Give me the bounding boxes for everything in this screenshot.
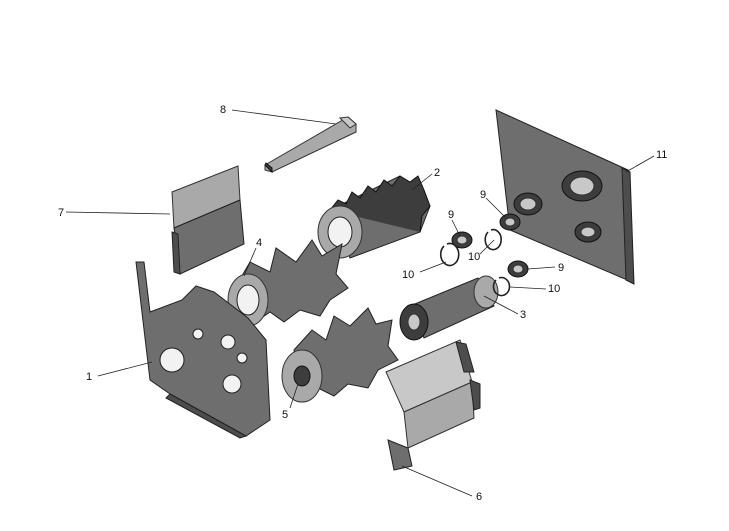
part-11-side-plate [495, 109, 635, 285]
part-9-bearings [451, 213, 529, 278]
part-1-side-plate [135, 261, 271, 439]
callout-9a: 9 [448, 209, 454, 221]
leader-9c [527, 266, 556, 270]
callout-7: 7 [58, 207, 64, 219]
part-5-star-roller [281, 307, 399, 403]
leader-1 [97, 361, 153, 377]
leader-11 [625, 155, 655, 173]
leader-6 [401, 465, 473, 497]
leader-9b [485, 197, 507, 219]
callout-11: 11 [656, 149, 667, 161]
leader-8 [231, 109, 337, 125]
callout-3: 3 [520, 309, 526, 321]
part-4-star-roller [227, 239, 349, 327]
part-10-circlips [439, 228, 511, 297]
callout-9b: 9 [480, 189, 486, 201]
part-7-bracket [171, 165, 245, 275]
callout-5: 5 [282, 409, 288, 421]
leader-5 [289, 383, 299, 409]
callout-9c: 9 [558, 262, 564, 274]
part-2-toothed-roller [317, 175, 431, 259]
callout-10c: 10 [548, 283, 560, 295]
leader-lines [65, 109, 655, 497]
leader-10a [419, 261, 447, 273]
part-3-shaft [399, 275, 499, 341]
callout-1: 1 [86, 371, 92, 383]
callout-10b: 10 [468, 251, 480, 263]
callout-6: 6 [476, 491, 482, 503]
leader-10b [479, 239, 495, 255]
callout-4: 4 [256, 237, 262, 249]
leader-9a [451, 219, 461, 237]
leader-2 [411, 173, 433, 191]
part-6-chute [385, 339, 481, 471]
callout-2: 2 [434, 167, 440, 179]
callout-8: 8 [220, 104, 226, 116]
callout-labels: 1 2 3 4 5 6 7 8 9 9 9 10 10 10 11 [58, 104, 667, 503]
leader-10c [509, 286, 547, 290]
leader-3 [483, 295, 519, 315]
leader-4 [243, 247, 257, 277]
part-8-bar [264, 116, 357, 174]
callout-10a: 10 [402, 269, 414, 281]
leader-7 [65, 211, 171, 215]
